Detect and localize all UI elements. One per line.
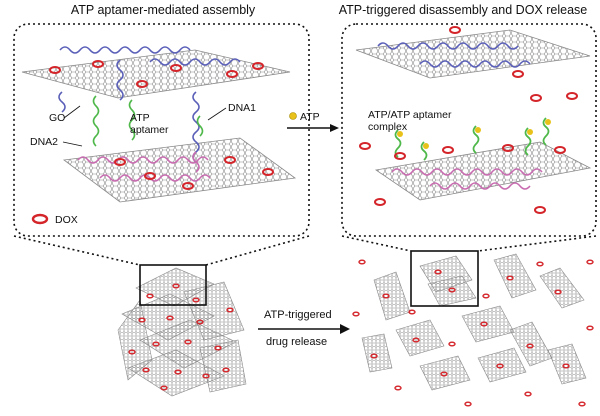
dispersed-go-sheets [361, 253, 587, 391]
dox-molecules-right [359, 26, 578, 214]
leader-dna2 [62, 141, 83, 147]
label-atp: ATP [300, 111, 320, 123]
atp-aptamer-strands [92, 95, 204, 147]
atp-arrow-head [330, 124, 339, 132]
drug-release-arrow-head [340, 324, 350, 334]
zoom-connectors [13, 235, 597, 266]
label-go: GO [49, 112, 65, 124]
title-left: ATP aptamer-mediated assembly [71, 3, 256, 17]
label-dox: DOX [55, 214, 78, 226]
dox-molecules-left [49, 60, 274, 190]
label-atp-aptamer-1: ATP [130, 112, 150, 124]
label-dna2: DNA2 [30, 136, 58, 148]
label-drug-release-1: ATP-triggered [264, 309, 332, 321]
label-complex-2: complex [368, 121, 408, 133]
right-panel-frame [341, 23, 597, 237]
title-right: ATP-triggered disassembly and DOX releas… [339, 3, 588, 17]
go-sheet-top [21, 49, 291, 99]
go-sheet-bottom-right [374, 141, 592, 201]
label-dna1: DNA1 [228, 102, 256, 114]
go-sheet-bottom [62, 137, 297, 203]
dna2-strands [77, 151, 211, 182]
label-complex-1: ATP/ATP aptamer [368, 109, 452, 121]
go-aggregate-cluster [117, 267, 247, 397]
right-zoom-box [410, 250, 479, 307]
atp-aptamer-complexes [394, 117, 551, 161]
dna1-strands-right [377, 42, 531, 68]
leader-dna1 [207, 107, 227, 121]
atp-legend-icon [289, 112, 297, 120]
left-panel-frame [13, 23, 310, 237]
dna2-strands-right [391, 168, 543, 190]
dox-legend-icon [31, 213, 49, 225]
label-atp-aptamer-2: aptamer [130, 124, 169, 136]
dispersed-dox [352, 259, 594, 407]
label-drug-release-2: drug release [266, 336, 327, 348]
leader-go [63, 105, 81, 119]
dna1-strands [58, 46, 241, 163]
left-zoom-box [139, 264, 207, 306]
go-sheet-top-right [355, 29, 591, 79]
